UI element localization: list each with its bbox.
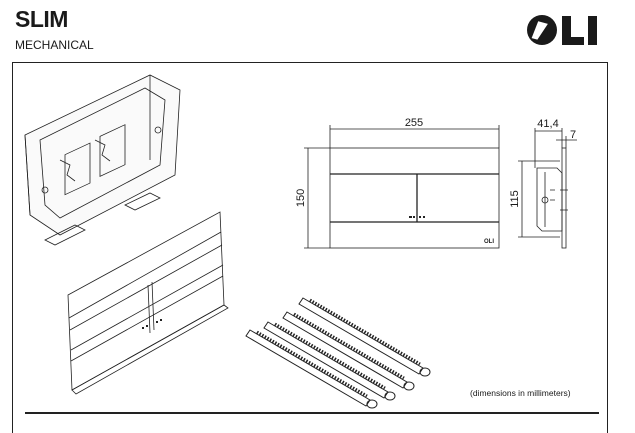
dimensions-note: (dimensions in millimeters) bbox=[470, 388, 571, 398]
drawing-frame bbox=[12, 62, 608, 433]
dim-height: 150 bbox=[295, 189, 307, 207]
front-view bbox=[304, 125, 500, 249]
dim-frame-height: 115 bbox=[509, 190, 521, 208]
oli-logo bbox=[527, 15, 597, 45]
dim-width: 255 bbox=[405, 117, 423, 129]
dim-plate: 7 bbox=[570, 129, 576, 141]
dim-depth: 41,4 bbox=[537, 118, 558, 130]
mounting-frame-illustration bbox=[24, 74, 181, 246]
technical-drawing: 255 150 41,4 7 115 OLI bbox=[24, 74, 577, 409]
product-subtitle: MECHANICAL bbox=[15, 38, 94, 52]
flush-plate-illustration bbox=[67, 211, 229, 395]
side-view bbox=[518, 128, 577, 249]
threaded-rods-illustration bbox=[245, 297, 431, 409]
plate-logo: OLI bbox=[484, 239, 494, 245]
product-title: SLIM bbox=[15, 6, 68, 32]
frame-divider bbox=[25, 412, 599, 414]
